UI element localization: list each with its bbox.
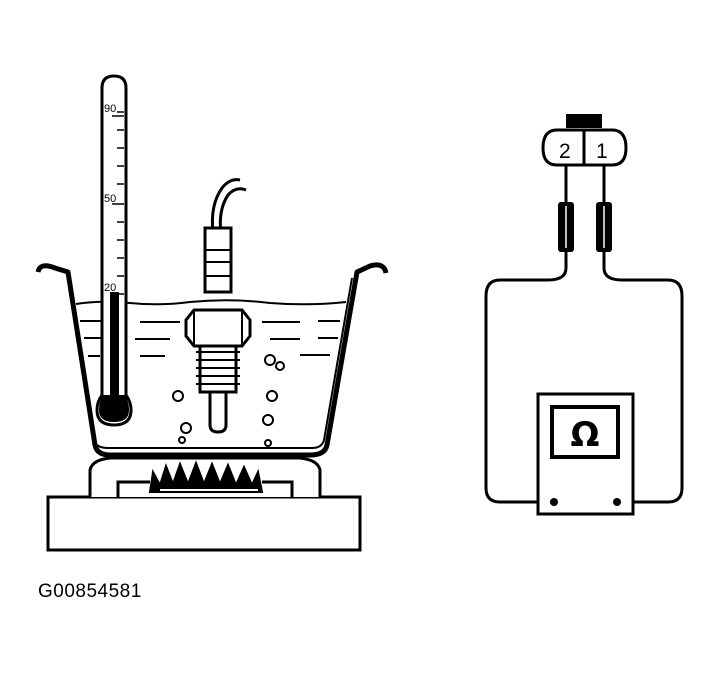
thermometer-icon: 90 50 20 <box>95 74 133 427</box>
therm-label-20: 20 <box>104 282 116 294</box>
test-leads <box>484 165 684 504</box>
meter-terminal-right <box>613 498 621 506</box>
probe-sleeves <box>558 202 612 252</box>
therm-label-50: 50 <box>104 193 116 205</box>
therm-label-90: 90 <box>104 103 116 115</box>
ohm-symbol: Ω <box>571 415 600 455</box>
burner-stand <box>88 456 322 497</box>
connector-pin-1: 1 <box>596 140 608 163</box>
water <box>75 299 347 357</box>
pot <box>35 262 389 458</box>
burner-base <box>46 495 362 552</box>
heating-setup: 90 50 20 <box>35 74 389 552</box>
burner-flame-icon <box>148 460 264 493</box>
ohmmeter-icon: Ω <box>536 392 635 516</box>
meter-terminal-left <box>550 498 558 506</box>
connector-pin-2: 2 <box>559 140 571 163</box>
temperature-sensor-icon <box>184 178 252 434</box>
bubbles <box>172 354 285 447</box>
connector-icon: 2 1 <box>541 114 628 167</box>
figure-id: G00854581 <box>38 581 142 602</box>
ohmmeter-circuit: 2 1 Ω <box>484 114 684 516</box>
